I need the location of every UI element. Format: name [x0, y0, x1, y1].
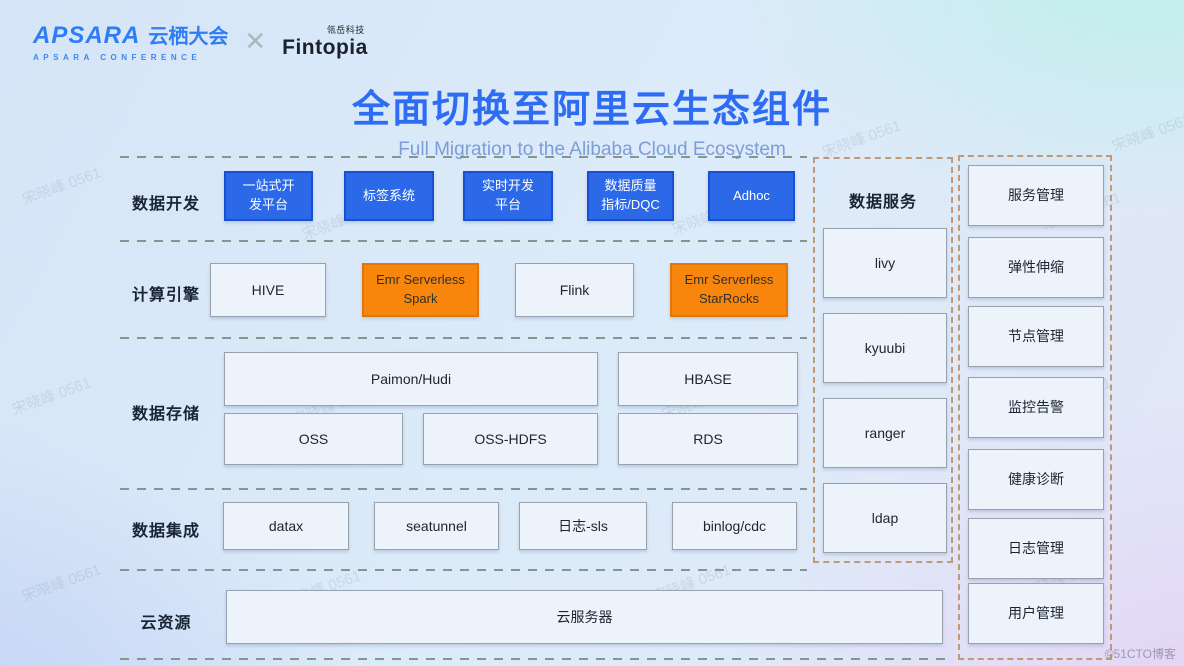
apsara-subtitle: APSARA CONFERENCE — [33, 53, 202, 62]
51cto-watermark: ©51CTO博客 — [1104, 647, 1176, 661]
node-log-sls: 日志-sls — [519, 502, 647, 550]
node-ranger: ranger — [823, 398, 947, 468]
node-emr-serverless-starrocks: Emr Serverless StarRocks — [670, 263, 788, 317]
node-kyuubi: kyuubi — [823, 313, 947, 383]
watermark-text: 宋晓峰 0561 — [19, 561, 104, 606]
node-adhoc: Adhoc — [708, 171, 795, 221]
node-realtime-dev-platform: 实时开发 平台 — [463, 171, 553, 221]
data-service-title: 数据服务 — [848, 194, 917, 211]
node-flink: Flink — [515, 263, 634, 317]
row-divider — [120, 569, 807, 571]
row-label-cloud-resource: 云资源 — [140, 615, 192, 632]
node-cloud-server: 云服务器 — [226, 590, 943, 644]
node-hive: HIVE — [210, 263, 326, 317]
node-onestop-dev-platform: 一站式开 发平台 — [224, 171, 313, 221]
node-emr-serverless-spark: Emr Serverless Spark — [362, 263, 479, 317]
apsara-logo: APSARA 云栖大会 APSARA CONFERENCE — [33, 20, 228, 62]
node-datax: datax — [223, 502, 349, 550]
fintopia-logo: 瓴岳科技 Fintopia — [282, 23, 368, 60]
node-ldap: ldap — [823, 483, 947, 553]
node-binlog-cdc: binlog/cdc — [672, 502, 797, 550]
watermark-text: 宋晓峰 0561 — [9, 374, 94, 419]
fintopia-wordmark: Fintopia — [282, 35, 368, 59]
node-rds: RDS — [618, 413, 798, 465]
node-service-management: 服务管理 — [968, 165, 1104, 226]
node-node-management: 节点管理 — [968, 306, 1104, 367]
row-divider — [120, 240, 807, 242]
node-monitor-alert: 监控告警 — [968, 377, 1104, 438]
row-label-data-storage: 数据存储 — [131, 406, 200, 423]
row-divider — [120, 658, 950, 660]
node-user-management: 用户管理 — [968, 583, 1104, 644]
node-log-management: 日志管理 — [968, 518, 1104, 579]
title-block: 全面切换至阿里云生态组件 Full Migration to the Aliba… — [0, 78, 1184, 161]
watermark-text: 宋晓峰 0561 — [19, 164, 104, 209]
row-label-data-integration: 数据集成 — [131, 523, 200, 540]
row-divider — [120, 488, 807, 490]
node-data-quality-dqc: 数据质量 指标/DQC — [587, 171, 674, 221]
page-subtitle: Full Migration to the Alibaba Cloud Ecos… — [398, 139, 786, 160]
node-oss: OSS — [224, 413, 403, 465]
page-title: 全面切换至阿里云生态组件 — [351, 89, 832, 131]
apsara-cn-name: 云栖大会 — [148, 26, 229, 48]
node-livy: livy — [823, 228, 947, 298]
header-logos: APSARA 云栖大会 APSARA CONFERENCE ✕ 瓴岳科技 Fin… — [33, 20, 368, 62]
node-tag-system: 标签系统 — [344, 171, 434, 221]
row-label-compute-engine: 计算引擎 — [131, 287, 200, 304]
row-label-data-dev: 数据开发 — [131, 196, 200, 213]
data-service-group-border — [813, 157, 953, 563]
apsara-wordmark: APSARA — [33, 22, 141, 49]
row-divider — [120, 337, 807, 339]
node-paimon-hudi: Paimon/Hudi — [224, 352, 598, 406]
fintopia-cn-name: 瓴岳科技 — [326, 24, 365, 35]
node-elastic-scaling: 弹性伸缩 — [968, 237, 1104, 298]
node-hbase: HBASE — [618, 352, 798, 406]
row-divider — [120, 156, 807, 158]
node-health-diagnosis: 健康诊断 — [968, 449, 1104, 510]
node-oss-hdfs: OSS-HDFS — [423, 413, 598, 465]
node-seatunnel: seatunnel — [374, 502, 499, 550]
management-group-border — [958, 155, 1112, 660]
x-separator-icon: ✕ — [244, 26, 267, 56]
